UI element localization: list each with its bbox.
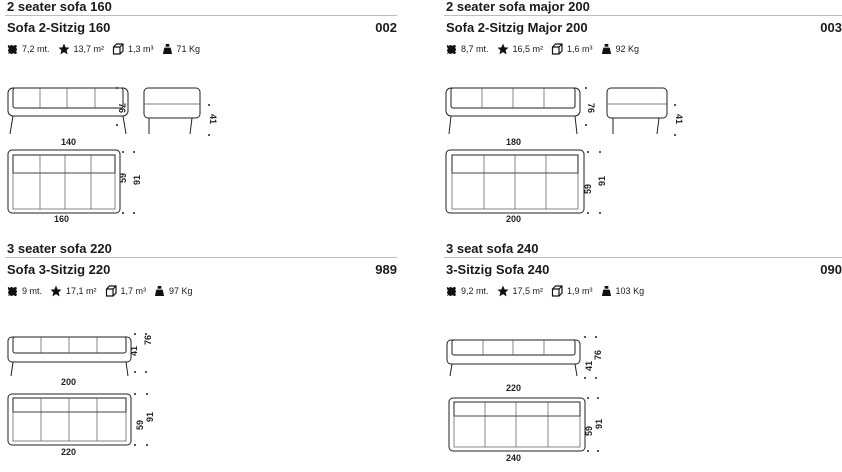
dim-seat-depth: 59	[118, 173, 128, 183]
dim-front-width: 200	[61, 377, 76, 387]
spec-leather-value: 16,5 m²	[512, 44, 544, 54]
spec-leather-value: 17,5 m²	[512, 286, 544, 296]
spec-leather: 17,5 m²	[497, 285, 544, 297]
sofa-top-view: 240 59 91	[448, 397, 604, 463]
spec-leather: 17,1 m²	[50, 285, 97, 297]
spec-volume: 1,9 m³	[551, 285, 593, 297]
spec-weight: 103 Kg	[601, 285, 645, 297]
spec-weight-value: 71 Kg	[176, 44, 201, 54]
product-title: 3 seat sofa 240	[446, 241, 539, 256]
sofa-top-view: 160 59 91	[7, 149, 142, 224]
spec-leather-value: 17,1 m²	[66, 286, 97, 296]
dim-top-width: 240	[506, 453, 521, 463]
specs-row: 8,7 mt. 16,5 m² 1,6 m³ 92 Kg	[446, 42, 647, 56]
product-subtitle: Sofa 2-Sitzig 160	[7, 20, 111, 35]
product-panel-sofa-160: 2 seater sofa 160 Sofa 2-Sitzig 160 002 …	[5, 0, 397, 230]
product-code: 989	[375, 262, 397, 277]
spec-weight: 92 Kg	[601, 43, 640, 55]
spec-volume-value: 1,7 m³	[120, 286, 147, 296]
dim-top-width: 220	[61, 447, 76, 457]
spec-weight: 71 Kg	[162, 43, 201, 55]
technical-drawing: 180 76 41 200 59 91	[445, 87, 684, 224]
product-subtitle: Sofa 3-Sitzig 220	[7, 262, 111, 277]
dim-depth: 91	[594, 419, 604, 429]
spec-fabric: 7,2 mt.	[7, 44, 50, 55]
spec-leather: 13,7 m²	[58, 43, 105, 55]
spec-weight-value: 92 Kg	[615, 44, 640, 54]
sofa-front-view: 180 76	[445, 87, 596, 147]
spec-fabric: 8,7 mt.	[446, 44, 489, 55]
product-title: 2 seater sofa major 200	[446, 0, 590, 14]
spec-fabric: 9 mt.	[7, 286, 42, 297]
spec-weight-value: 97 Kg	[169, 286, 193, 296]
dim-depth: 91	[597, 176, 607, 186]
dim-depth: 91	[145, 412, 155, 422]
spec-weight-value: 103 Kg	[615, 286, 645, 296]
dim-depth: 91	[132, 175, 142, 185]
sofa-top-view: 220 59 91	[7, 393, 155, 457]
spec-leather-value: 13,7 m²	[73, 44, 105, 54]
spec-fabric-value: 7,2 mt.	[22, 44, 50, 54]
spec-weight: 97 Kg	[154, 285, 193, 297]
sofa-front-view: 140 76	[7, 87, 129, 147]
spec-leather: 16,5 m²	[497, 43, 544, 55]
technical-drawing: 200 41 76 220 59 91	[7, 333, 155, 457]
spec-fabric-value: 8,7 mt.	[461, 44, 489, 54]
product-panel-sofa-240: 3 seat sofa 240 3-Sitzig Sofa 240 090 9,…	[444, 241, 842, 472]
product-panel-sofa-220: 3 seater sofa 220 Sofa 3-Sitzig 220 989 …	[5, 241, 397, 472]
technical-drawing: 220 41 76 240 59 91	[446, 336, 604, 463]
dim-seat-height: 41	[674, 114, 684, 124]
product-code: 003	[820, 20, 842, 35]
spec-fabric-value: 9 mt.	[22, 286, 43, 296]
spec-volume-value: 1,3 m³	[128, 44, 154, 54]
sofa-front-view: 220 41 76	[446, 336, 603, 393]
spec-volume-value: 1,6 m³	[567, 44, 593, 54]
dim-top-width: 160	[54, 214, 69, 224]
sofa-side-view: 41	[143, 87, 218, 136]
product-panel-sofa-major-200: 2 seater sofa major 200 Sofa 2-Sitzig Ma…	[444, 0, 842, 230]
sofa-side-view: 41	[606, 87, 684, 136]
dim-seat-depth: 59	[583, 184, 593, 194]
divider	[444, 15, 842, 16]
product-code: 002	[375, 20, 397, 35]
technical-drawing: 140 76 41 160 59 91	[7, 87, 218, 224]
sofa-top-view: 200 59 91	[445, 149, 607, 224]
dim-seat-height: 41	[129, 346, 139, 356]
divider	[5, 257, 397, 258]
specs-row: 9 mt. 17,1 m² 1,7 m³ 97 Kg	[7, 284, 201, 298]
sofa-front-view: 200 41 76	[7, 333, 153, 387]
dim-height: 76	[593, 350, 603, 360]
dim-height: 76	[143, 335, 153, 345]
spec-volume: 1,7 m³	[105, 285, 147, 297]
product-title: 2 seater sofa 160	[7, 0, 112, 14]
spec-fabric-value: 9,2 mt.	[461, 286, 489, 296]
dim-seat-depth: 59	[135, 420, 145, 430]
dim-top-width: 200	[506, 214, 521, 224]
spec-volume-value: 1,9 m³	[567, 286, 593, 296]
specs-row: 9,2 mt. 17,5 m² 1,9 m³ 103 Kg	[446, 284, 652, 298]
product-subtitle: Sofa 2-Sitzig Major 200	[446, 20, 588, 35]
dim-seat-height: 41	[584, 361, 594, 371]
dim-height: 76	[117, 103, 127, 113]
dim-seat-depth: 59	[584, 426, 594, 436]
specs-row: 7,2 mt. 13,7 m² 1,3 m³ 71 Kg	[7, 42, 208, 56]
divider	[5, 15, 397, 16]
product-title: 3 seater sofa 220	[7, 241, 112, 256]
spec-volume: 1,6 m³	[551, 43, 593, 55]
spec-volume: 1,3 m³	[112, 43, 154, 55]
dim-front-width: 180	[506, 137, 521, 147]
spec-fabric: 9,2 mt.	[446, 286, 489, 297]
dim-height: 76	[586, 103, 596, 113]
product-subtitle: 3-Sitzig Sofa 240	[446, 262, 550, 277]
dim-front-width: 140	[61, 137, 76, 147]
divider	[444, 257, 842, 258]
dim-front-width: 220	[506, 383, 521, 393]
dim-seat-height: 41	[208, 114, 218, 124]
product-code: 090	[820, 262, 842, 277]
